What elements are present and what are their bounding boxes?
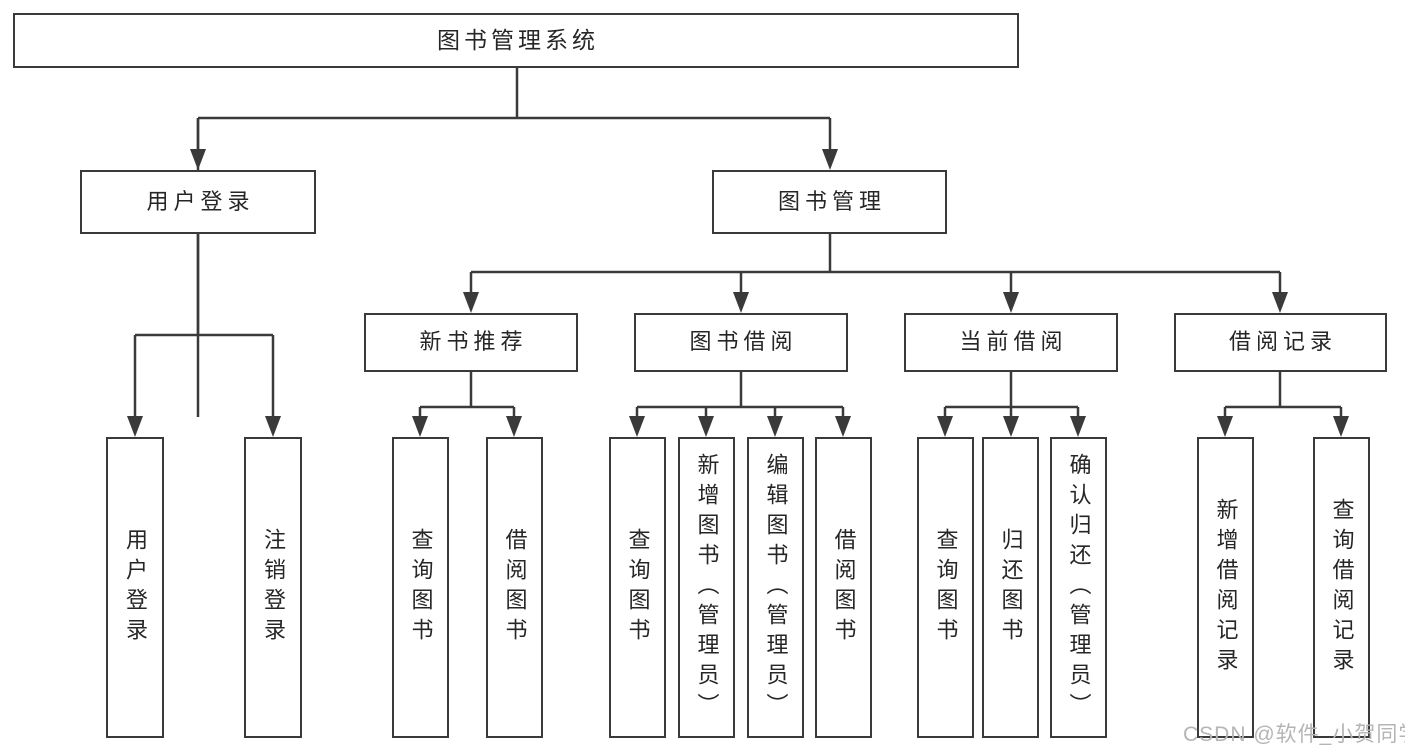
arrow-down-icon (733, 292, 749, 313)
node-module-new-book-recommend: 新书推荐 (364, 313, 578, 372)
arrow-down-icon (629, 416, 645, 437)
node-leaf-newbook-borrow-book: 借阅图书 (486, 437, 543, 738)
connector-currentborrow-to-leaves (937, 372, 1086, 437)
node-leaf-bookborrow-query-book: 查询图书 (609, 437, 666, 738)
node-leaf-bookborrow-add-book-admin: 新增图书（管理员） (678, 437, 735, 738)
node-module-current-borrow: 当前借阅 (904, 313, 1118, 372)
arrow-down-icon (1333, 416, 1349, 437)
connector-bookborrow-to-leaves (629, 372, 851, 437)
node-leaf-record-add-record: 新增借阅记录 (1197, 437, 1254, 738)
connector-bookmgmt-to-modules (463, 234, 1288, 313)
node-leaf-newbook-query-book: 查询图书 (392, 437, 449, 738)
node-module-book-borrow: 图书借阅 (634, 313, 848, 372)
node-module-borrow-record: 借阅记录 (1174, 313, 1387, 372)
arrow-down-icon (127, 416, 143, 437)
connector-borrowrecord-to-leaves (1217, 372, 1349, 437)
node-branch-user-login: 用户登录 (80, 170, 316, 234)
node-leaf-current-confirm-return-admin: 确认归还（管理员） (1050, 437, 1107, 738)
arrow-down-icon (1217, 416, 1233, 437)
arrow-down-icon (835, 416, 851, 437)
arrow-down-icon (1003, 416, 1019, 437)
arrow-down-icon (190, 149, 206, 170)
arrow-down-icon (822, 149, 838, 170)
csdn-watermark: CSDN @软件_小贺同学 (1183, 723, 1405, 746)
arrow-down-icon (1070, 416, 1086, 437)
node-leaf-current-query-book: 查询图书 (917, 437, 974, 738)
arrow-down-icon (265, 416, 281, 437)
arrow-down-icon (1272, 292, 1288, 313)
node-leaf-bookborrow-edit-book-admin: 编辑图书（管理员） (747, 437, 804, 738)
connector-newbook-to-leaves (412, 372, 522, 437)
connector-root-to-level2 (190, 68, 838, 417)
node-leaf-record-query-record: 查询借阅记录 (1313, 437, 1370, 738)
node-branch-book-management: 图书管理 (712, 170, 947, 234)
node-leaf-bookborrow-borrow-book: 借阅图书 (815, 437, 872, 738)
arrow-down-icon (1003, 292, 1019, 313)
arrow-down-icon (767, 416, 783, 437)
arrow-down-icon (463, 292, 479, 313)
node-leaf-user-login: 用户登录 (106, 437, 164, 738)
connector-userlogin-to-leaves (127, 234, 281, 437)
arrow-down-icon (506, 416, 522, 437)
arrow-down-icon (937, 416, 953, 437)
node-leaf-current-return-book: 归还图书 (982, 437, 1039, 738)
node-library-management-system: 图书管理系统 (13, 13, 1019, 68)
node-leaf-logout: 注销登录 (244, 437, 302, 738)
arrow-down-icon (412, 416, 428, 437)
arrow-down-icon (698, 416, 714, 437)
